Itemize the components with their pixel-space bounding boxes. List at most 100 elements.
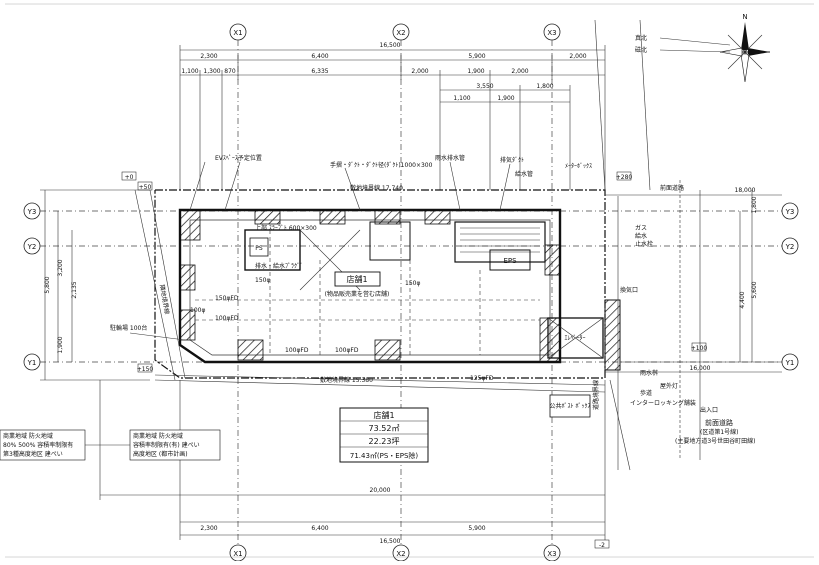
dimensions-top: 16,500 2,300 6,400 5,900 2,000 1,100 1,3… (179, 42, 606, 190)
sewer-label: 雨水排水管 (435, 154, 465, 162)
dim-top-r3-3: 1,100 (453, 95, 470, 102)
pipe-routes (195, 230, 540, 355)
entrance-label: 出入口 (700, 406, 718, 414)
level-4: +100 (691, 345, 708, 352)
ventilation-label: 換気口 (620, 286, 638, 294)
level-5: +150 (137, 366, 154, 373)
grid-axis-left: Y3 Y2 Y1 (23, 202, 41, 371)
dim-top-r2-3: 870 (224, 68, 236, 75)
public-mailbox: 公共ﾎﾟｽﾄ ﾎﾟｯｸｽ (550, 394, 591, 418)
dim-top-r3-4: 1,900 (497, 95, 514, 102)
pitch-opening-label: 上部 ｽﾗｰﾌﾞﾄ 600×300 (255, 224, 317, 232)
dim-top-r2-4: 6,335 (311, 68, 328, 75)
dim-left-5: 5,800 (44, 276, 51, 293)
axis-label-x1-top: X1 (233, 29, 242, 37)
water-main-label: 給水 (635, 232, 647, 240)
handrail-label: 手摺・ﾀﾞｸﾄ・ﾀﾞｸﾄ径(ﾀﾞｸﾄ)1000×300 (330, 161, 433, 169)
north-label: N (742, 13, 747, 21)
dim-top-3: 5,900 (468, 53, 485, 60)
grid-lines (40, 40, 782, 545)
area-table-title: 店舗1 (373, 410, 394, 420)
building-outline (178, 208, 562, 364)
grid-axis-right: Y3 Y2 Y1 (781, 202, 799, 371)
axis-label-x2-top: X2 (396, 29, 405, 37)
axis-label-y1-left: Y1 (27, 359, 37, 367)
dim-right-2: 5,600 (751, 281, 758, 298)
pipe-size-8: 125φFD (470, 375, 494, 382)
zoning-notes: 商業地域 防火地域 80% 500% 容積率制限有 第3種高度地区 建ぺい 商業… (0, 429, 221, 461)
grid-axis-bottom: X1 X2 X3 (229, 544, 561, 562)
dim-top-r2-2: 1,300 (203, 68, 220, 75)
axis-label-y3-left: Y3 (27, 208, 37, 216)
road-front-label-top: 前面道路 (660, 184, 684, 192)
pipe-size-7: 100φ (190, 307, 205, 314)
meter-box-label: ﾒｰﾀｰﾎﾞｯｸｽ (565, 163, 592, 170)
axis-label-y1-right: Y1 (785, 359, 795, 367)
zoning-b-2: 容積率制限有(有) 建ぺい (133, 441, 200, 449)
boundary-bottom-label: 敷地境界線 15.380 (320, 376, 373, 384)
water-pipe-label: 給水管 (515, 170, 533, 178)
dim-top-r2-5: 2,000 (411, 68, 428, 75)
axis-label-x1-bottom: X1 (233, 550, 242, 558)
interlocking-label: インターロッキング舗装 (630, 399, 696, 407)
neighbor-boundary-label: 隣地境界線 (158, 284, 171, 315)
dim-top-1: 2,300 (200, 53, 217, 60)
dim-bottom-total: 20,000 (370, 487, 391, 494)
annotations-top: EVｽﾍﾟｰｽ予定位置 手摺・ﾀﾞｸﾄ・ﾀﾞｸﾄ径(ﾀﾞｸﾄ)1000×300 … (189, 154, 533, 270)
road-front-label: 前面道路 (705, 418, 733, 427)
dim-top-2: 6,400 (311, 53, 328, 60)
stairs (460, 227, 540, 253)
axis-label-x3-bottom: X3 (547, 550, 556, 558)
axis-label-y2-left: Y2 (27, 243, 37, 251)
dim-bottom-1: 2,300 (200, 525, 217, 532)
parking-label: 駐輪場 100台 (110, 324, 147, 332)
exhaust-label: 排気ﾀﾞｸﾄ (500, 156, 524, 164)
axis-label-x3-top: X3 (547, 29, 556, 37)
pipe-size-5: 100φFD (335, 347, 359, 354)
pipe-size-labels: 150φFD 150φ 150φ 100φFD 100φFD 100φFD 10… (190, 277, 494, 382)
pipe-size-2: 150φ (255, 277, 270, 284)
zoning-b-1: 商業地域 防火地域 (133, 432, 183, 440)
drawing-frame (5, 3, 814, 558)
dim-top-r2-1: 1,100 (181, 68, 198, 75)
dim-top-total: 16,500 (380, 42, 401, 49)
eps-label: EPS (503, 257, 517, 265)
public-mailbox-label: 公共ﾎﾟｽﾄ ﾎﾟｯｸｽ (550, 402, 591, 410)
dim-right-3: 1,800 (751, 196, 758, 213)
pipe-size-1: 150φFD (215, 295, 239, 302)
dim-bottom-2: 6,400 (311, 525, 328, 532)
boundary-top-label: 敷地境界線 17.740 (350, 184, 403, 192)
shop-label: 店舗1 (物品販売業を営む店舗) (325, 271, 390, 298)
sidewalk-label: 歩道 (640, 389, 652, 397)
elevator-label: ｴﾚﾍﾞｰﾀｰ (564, 335, 585, 342)
dim-left-1: 3,200 (57, 259, 64, 276)
axis-label-y2-right: Y2 (785, 243, 795, 251)
area-table-tsubo: 22.23坪 (369, 437, 400, 446)
level-2: +50 (139, 184, 152, 191)
dim-top-4: 2,000 (569, 53, 586, 60)
pipe-size-6: 100φFD (215, 315, 239, 322)
drain-box-label: 雨水桝 (640, 369, 658, 377)
pipe-size-4: 100φFD (285, 347, 309, 354)
tap-label: 止水栓 (635, 240, 653, 248)
water-supply-label: 排水・給水ﾌﾟﾗｸﾞﾞ (255, 262, 303, 270)
zoning-a-3: 第3種高度地区 建ぺい (3, 450, 63, 458)
dim-bottom-3: 5,900 (468, 525, 485, 532)
area-table: 店舗1 73.52㎡ 22.23坪 71.43㎡(PS・EPS除) (339, 407, 429, 463)
road-note-label: (主要地方道3号世田谷町田線) (675, 437, 756, 445)
level-3: +280 (616, 174, 633, 181)
dim-top-r2-6: 1,900 (467, 68, 484, 75)
pipe-size-3: 150φ (405, 280, 420, 287)
zoning-a-1: 商業地域 防火地域 (3, 432, 53, 440)
shop-note: (物品販売業を営む店舗) (325, 290, 390, 298)
shop-name: 店舗1 (346, 274, 367, 284)
road-number-label: (区道第1号線) (700, 428, 739, 436)
level-6: -2 (599, 542, 605, 549)
zoning-b-3: 高度地区 (都市計画) (133, 450, 188, 458)
ps-label: PS (255, 245, 263, 252)
dim-left-3: 1,900 (57, 336, 64, 353)
dim-top-r2-7: 2,000 (511, 68, 528, 75)
property-line-label: 道路境界線 (592, 380, 600, 410)
